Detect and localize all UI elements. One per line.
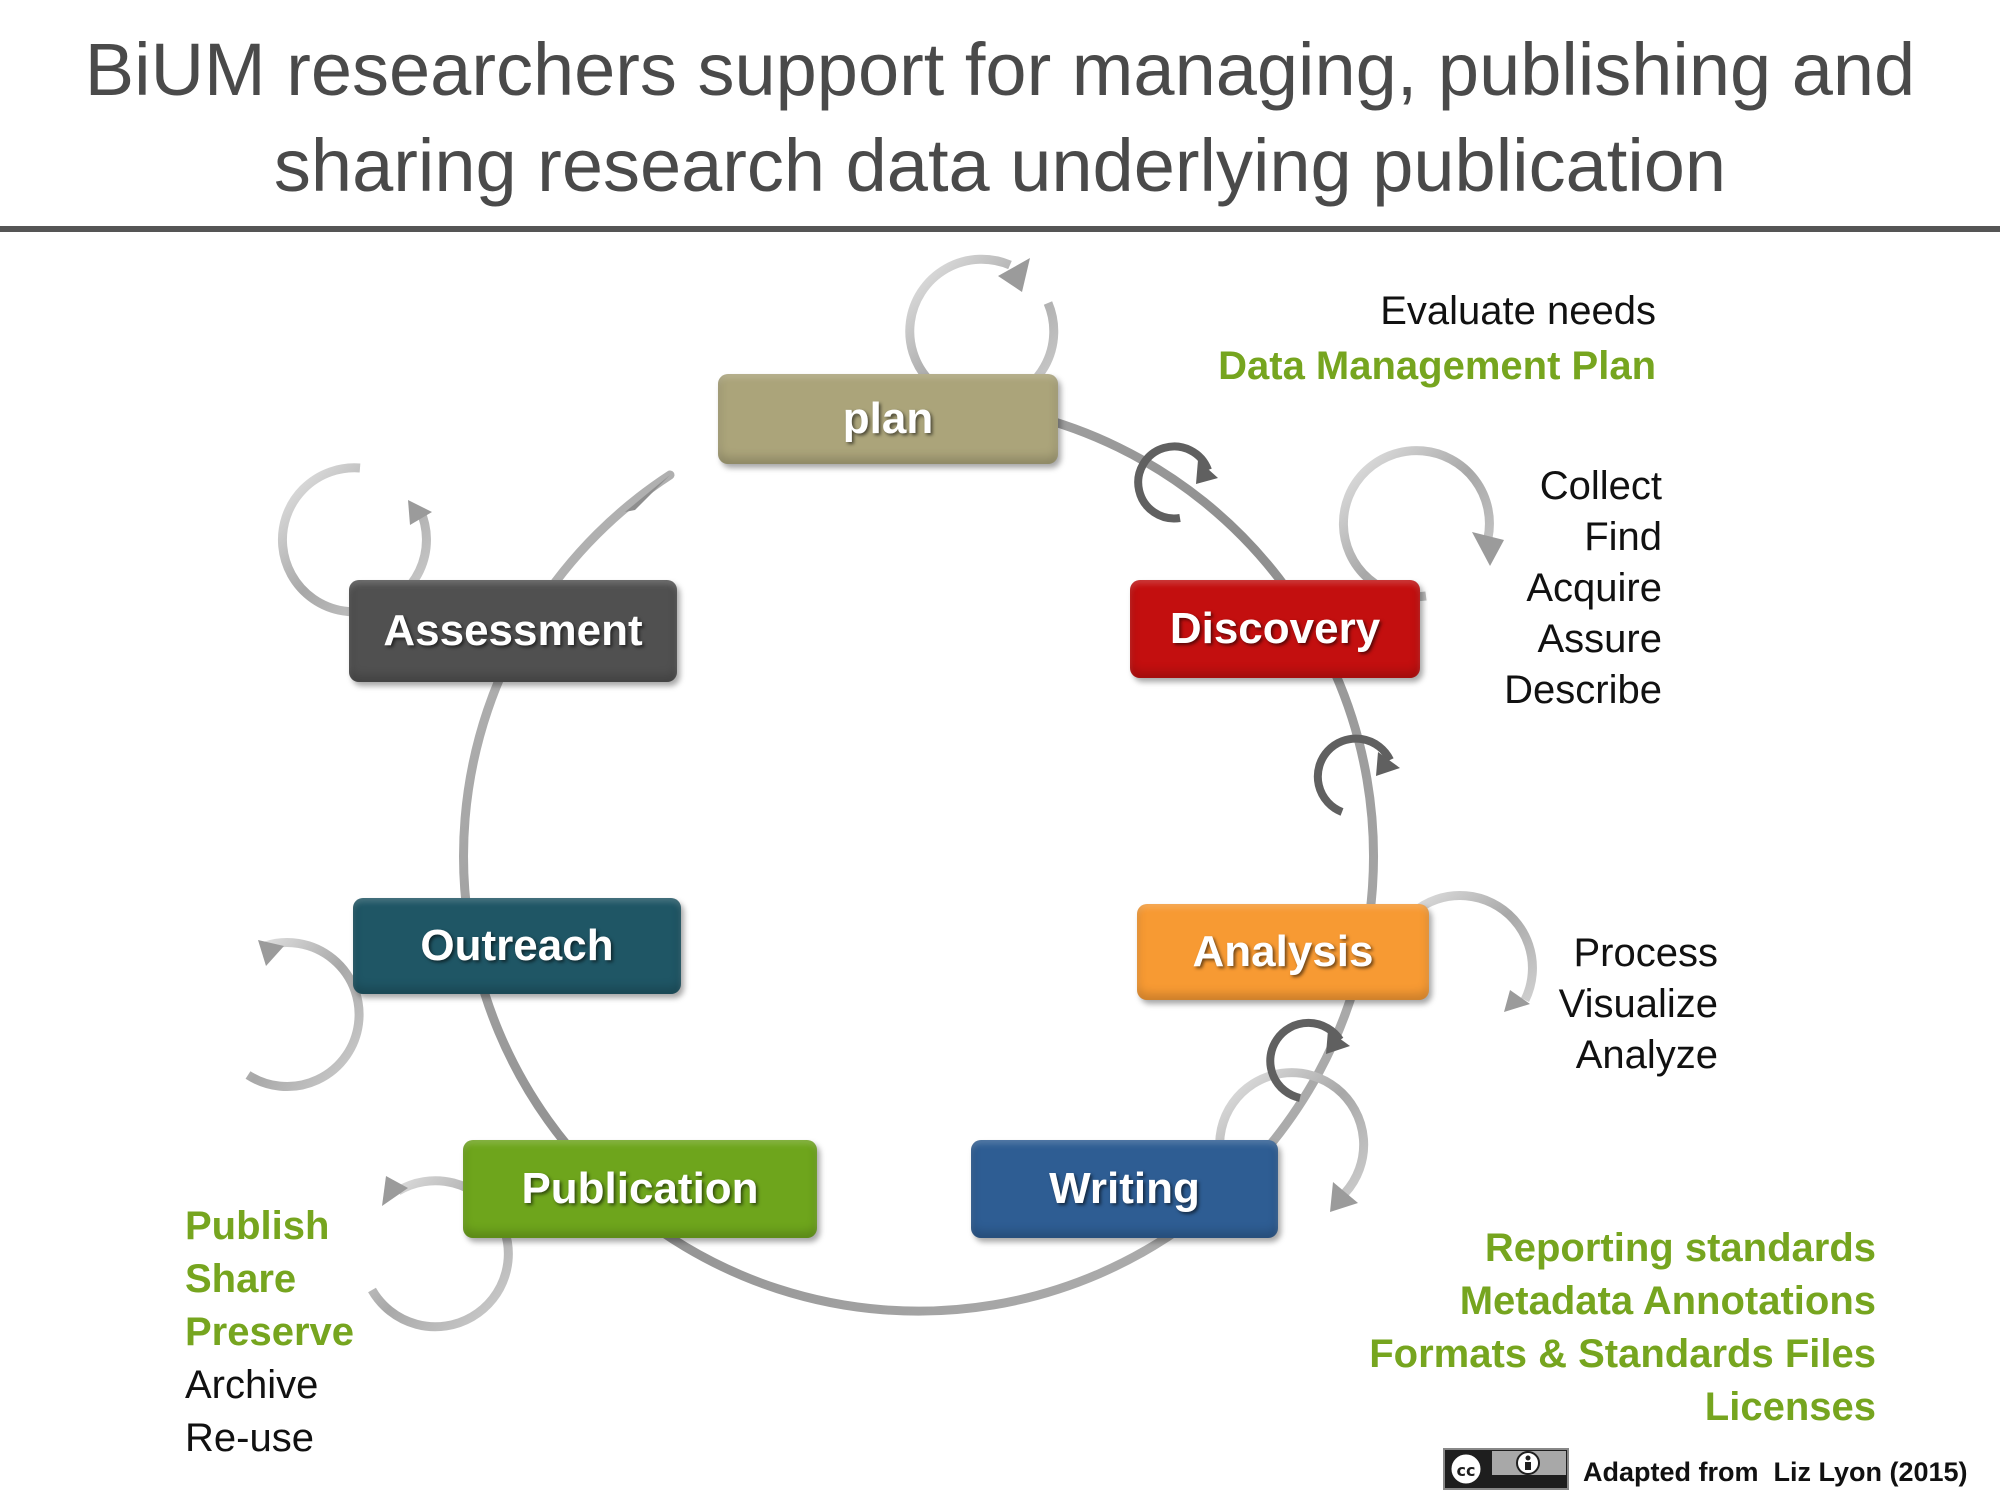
- svg-text:cc: cc: [1457, 1461, 1476, 1480]
- stage-writing: Writing: [971, 1140, 1278, 1238]
- title-line-1: BiUM researchers support for managing, p…: [84, 28, 1916, 111]
- notes-plan-line: Data Management Plan: [1218, 344, 1656, 388]
- notes-discovery-line: Acquire: [1526, 566, 1662, 610]
- cycle-arrow-icon: [1134, 442, 1218, 523]
- notes-publication-line: Publish: [185, 1204, 330, 1248]
- lifecycle-ring-tip: [625, 475, 670, 512]
- notes-publication-line: Preserve: [185, 1310, 355, 1354]
- notes-writing-line: Metadata Annotations: [1459, 1279, 1876, 1323]
- notes-analysis-line: Process: [1573, 931, 1719, 975]
- cycle-arrow-icon: [368, 1176, 513, 1332]
- stage-discovery: Discovery: [1130, 580, 1420, 678]
- notes-writing-line: Reporting standards: [1484, 1226, 1876, 1270]
- stage-outreach: Outreach: [353, 898, 681, 994]
- notes-writing-line: Formats & Standards Files: [1369, 1332, 1876, 1376]
- stage-discovery-label: Discovery: [1169, 604, 1381, 653]
- stage-assessment-label: Assessment: [383, 606, 643, 655]
- cycle-arrow-icon: [245, 938, 364, 1092]
- stage-publication-label: Publication: [521, 1164, 759, 1213]
- notes-discovery-line: Assure: [1537, 617, 1663, 661]
- notes-publication: Publish Share Preserve Archive Re-use: [185, 1200, 415, 1465]
- stage-assessment: Assessment: [349, 580, 677, 682]
- cycle-arrow-icon: [1313, 734, 1400, 816]
- creative-commons-by-icon: cc: [1443, 1448, 1569, 1490]
- notes-discovery-line: Describe: [1504, 668, 1662, 712]
- page-title: BiUM researchers support for managing, p…: [0, 22, 2000, 214]
- title-divider: [0, 226, 2000, 232]
- notes-writing: Reporting standards Metadata Annotations…: [1240, 1222, 1876, 1434]
- title-line-2: sharing research data underlying publica…: [273, 124, 1727, 207]
- stage-analysis-label: Analysis: [1192, 927, 1374, 976]
- stage-outreach-label: Outreach: [420, 921, 614, 970]
- notes-plan: Evaluate needs Data Management Plan: [1100, 284, 1656, 394]
- notes-analysis-line: Visualize: [1558, 982, 1718, 1026]
- notes-analysis-line: Analyze: [1575, 1033, 1718, 1077]
- stage-writing-label: Writing: [1049, 1164, 1200, 1213]
- notes-analysis: Process Visualize Analyze: [1500, 928, 1718, 1081]
- notes-discovery: Collect Find Acquire Assure Describe: [1400, 461, 1662, 716]
- notes-discovery-line: Find: [1584, 515, 1662, 559]
- notes-publication-line: Share: [185, 1257, 297, 1301]
- attribution-text: Adapted from Liz Lyon (2015): [1583, 1457, 1968, 1487]
- notes-plan-line: Evaluate needs: [1380, 289, 1656, 333]
- stage-analysis: Analysis: [1137, 904, 1429, 1000]
- notes-publication-line: Re-use: [185, 1416, 314, 1460]
- cycle-arrow-icon: [277, 463, 432, 617]
- stage-plan: plan: [718, 374, 1058, 464]
- notes-writing-line: Licenses: [1704, 1385, 1876, 1429]
- stage-publication: Publication: [463, 1140, 817, 1238]
- cycle-arrow-icon: [1266, 1018, 1350, 1102]
- notes-discovery-line: Collect: [1539, 464, 1662, 508]
- stage-plan-label: plan: [842, 394, 934, 443]
- notes-publication-line: Archive: [185, 1363, 319, 1407]
